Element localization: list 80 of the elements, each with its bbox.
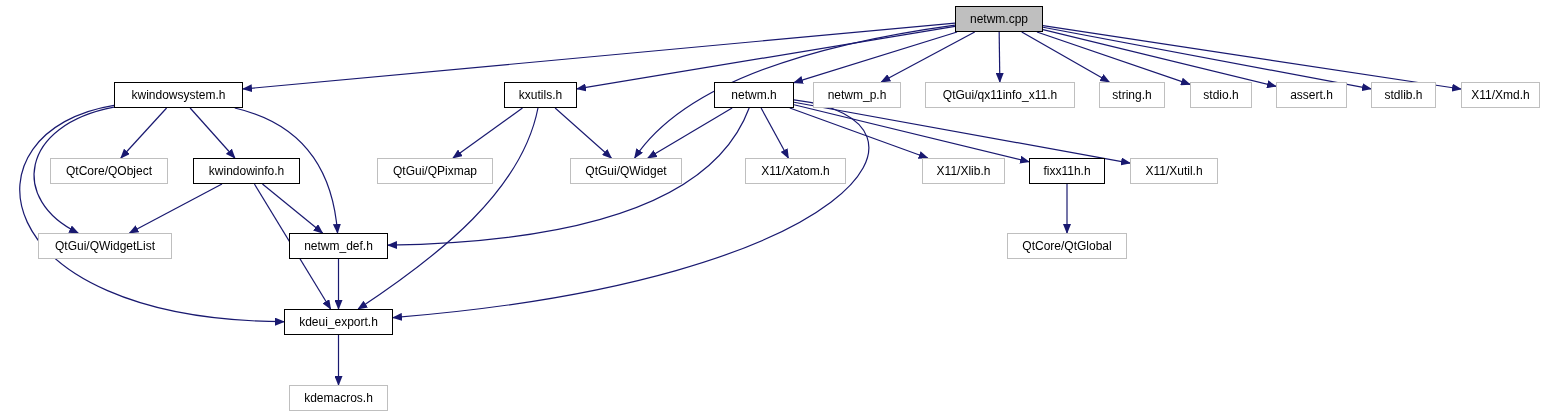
arrow bbox=[760, 107, 789, 159]
file-node bbox=[1461, 82, 1540, 108]
file-name: X11/Xutil.h bbox=[1145, 164, 1203, 178]
arrow bbox=[334, 258, 343, 310]
file-name: QtGui/QWidgetList bbox=[55, 239, 155, 253]
arrow bbox=[128, 183, 223, 234]
file-name: kwindowinfo.h bbox=[208, 164, 285, 178]
file-node bbox=[955, 6, 1043, 32]
file-name: fixx11h.h bbox=[1043, 164, 1091, 178]
arrow bbox=[880, 31, 976, 83]
arrow bbox=[1063, 183, 1071, 234]
file-name: X11/Xatom.h bbox=[761, 164, 830, 178]
arrow bbox=[387, 107, 750, 249]
file-node bbox=[570, 158, 682, 184]
arrow bbox=[33, 106, 115, 234]
file-node bbox=[193, 158, 300, 184]
file-node bbox=[114, 82, 243, 108]
arrow bbox=[995, 31, 1004, 83]
arrow bbox=[647, 107, 733, 159]
arrow bbox=[19, 104, 285, 326]
file-node bbox=[1190, 82, 1252, 108]
file-node bbox=[745, 158, 846, 184]
file-node bbox=[922, 158, 1005, 184]
file-node bbox=[284, 309, 393, 335]
file-node bbox=[504, 82, 577, 108]
arrow bbox=[1021, 31, 1111, 83]
file-node bbox=[38, 233, 172, 259]
arrow bbox=[576, 25, 956, 92]
file-node bbox=[1007, 233, 1127, 259]
file-node bbox=[289, 385, 388, 411]
arrow bbox=[253, 183, 332, 310]
file-name: stdlib.h bbox=[1384, 88, 1423, 102]
file-name: string.h bbox=[1112, 88, 1152, 102]
file-name: kdeui_export.h bbox=[299, 315, 378, 329]
file-node bbox=[50, 158, 168, 184]
arrow bbox=[1042, 26, 1372, 92]
file-node bbox=[925, 82, 1075, 108]
arrow bbox=[793, 101, 1131, 166]
file-name: netwm_p.h bbox=[827, 88, 887, 102]
file-name: kdemacros.h bbox=[304, 391, 373, 405]
file-name: X11/Xmd.h bbox=[1471, 88, 1530, 102]
arrow bbox=[392, 99, 869, 321]
file-name: assert.h bbox=[1290, 88, 1333, 102]
file-name: QtGui/qx11info_x11.h bbox=[942, 88, 1058, 102]
arrow bbox=[261, 183, 324, 234]
arrow bbox=[554, 107, 613, 159]
file-node bbox=[1029, 158, 1105, 184]
file-name: QtGui/QWidget bbox=[585, 164, 667, 178]
file-node bbox=[1130, 158, 1218, 184]
file-name: stdio.h bbox=[1203, 88, 1239, 102]
arrow bbox=[242, 22, 956, 93]
file-name: netwm.h bbox=[731, 88, 777, 102]
arrow bbox=[334, 334, 343, 386]
file-node bbox=[714, 82, 794, 108]
file-node bbox=[1099, 82, 1165, 108]
file-node bbox=[1371, 82, 1436, 108]
arrow bbox=[452, 107, 524, 159]
file-name: kwindowsystem.h bbox=[131, 88, 226, 102]
file-name: QtCore/QtGlobal bbox=[1022, 239, 1112, 253]
arrow bbox=[793, 31, 958, 84]
arrow bbox=[1036, 31, 1191, 86]
file-name: netwm.cpp bbox=[970, 12, 1028, 26]
file-node bbox=[1276, 82, 1347, 108]
file-name: netwm_def.h bbox=[304, 239, 373, 253]
arrow bbox=[634, 24, 956, 159]
file-name: QtCore/QObject bbox=[66, 164, 152, 178]
arrow bbox=[1042, 25, 1462, 92]
arrow bbox=[120, 107, 168, 159]
file-node bbox=[377, 158, 493, 184]
arrow bbox=[1042, 29, 1277, 89]
file-name: kxutils.h bbox=[518, 88, 563, 102]
arrow bbox=[234, 107, 341, 234]
arrow bbox=[793, 104, 1030, 164]
file-name: X11/Xlib.h bbox=[936, 164, 991, 178]
file-node bbox=[813, 82, 901, 108]
arrow bbox=[189, 107, 236, 159]
arrow bbox=[789, 107, 929, 159]
file-name: QtGui/QPixmap bbox=[393, 164, 477, 178]
file-node bbox=[289, 233, 388, 259]
arrow bbox=[357, 107, 539, 310]
